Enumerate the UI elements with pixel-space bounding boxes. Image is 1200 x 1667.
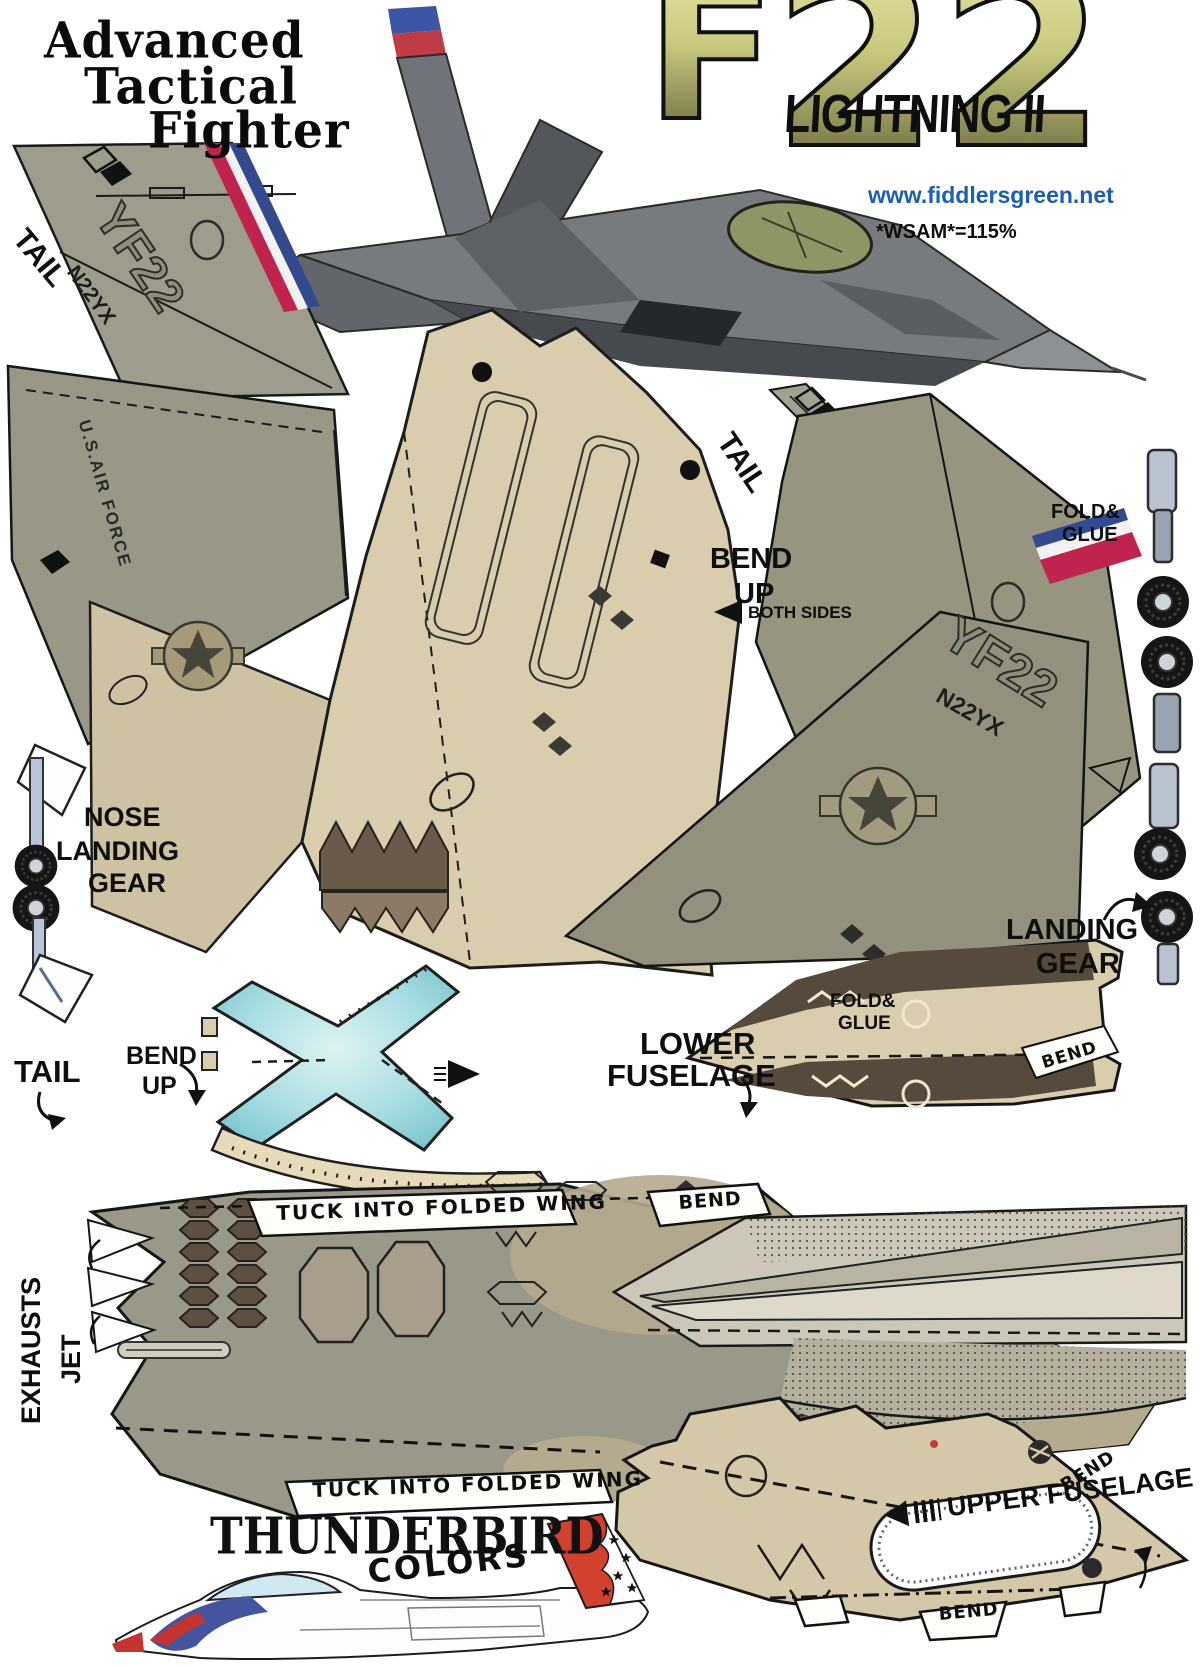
part-lower-fuselage — [684, 938, 1124, 1118]
logo-f: F — [644, 0, 778, 150]
part-camo-patch — [779, 1338, 1187, 1429]
label-bend2: BEND — [126, 1042, 197, 1070]
label-nose-landing: LANDING — [56, 836, 179, 866]
left-arrow-icon — [884, 1499, 910, 1529]
arrow-bars-icon — [913, 1497, 942, 1523]
website-url: www.fiddlersgreen.net — [868, 182, 1114, 208]
label-bend-banner-2: BEND — [937, 1598, 1000, 1625]
part-center-fuselage — [88, 308, 742, 977]
label-lower: LOWER — [640, 1026, 756, 1061]
label-bend-up-bend: BEND — [710, 543, 793, 575]
page-title-line2: Tactical — [84, 57, 299, 117]
logo-22: 22 — [770, 0, 1108, 184]
part-upper-fuselage — [614, 1396, 1190, 1642]
label-bend-up-up: UP — [734, 578, 775, 610]
label-landing-right: LANDING — [1006, 914, 1139, 946]
part-tail-left — [12, 141, 350, 400]
label-fold-glue-2a: FOLD& — [830, 991, 896, 1012]
label-both-sides: BOTH SIDES — [748, 603, 852, 622]
label-thunderbird: THUNDERBIRD — [210, 1507, 604, 1567]
label-lower-fuselage: FUSELAGE — [607, 1058, 776, 1093]
part-canopy — [201, 964, 559, 1201]
label-fold-glue-1b: GLUE — [1062, 524, 1118, 546]
aircraft-render — [248, 6, 1147, 386]
label-fold-glue-1a: FOLD& — [1051, 501, 1120, 523]
label-nose-gear: GEAR — [88, 868, 167, 898]
page-title-line3: Fighter — [148, 101, 350, 161]
label-tail-bottom-left: TAIL — [14, 1054, 81, 1089]
scale-note: *WSAM*=115% — [876, 221, 1017, 243]
page-title-line1: Advanced — [44, 11, 305, 71]
label-jet: JET — [56, 1334, 86, 1384]
thunderbird-profile — [112, 1512, 650, 1660]
label-fold-glue-2b: GLUE — [838, 1013, 891, 1034]
label-gear-right: GEAR — [1036, 948, 1120, 980]
annotation-arrows — [37, 600, 742, 1130]
label-exhausts: EXHAUSTS — [16, 1276, 46, 1424]
part-spear — [611, 1204, 1188, 1348]
part-wing-right — [563, 610, 1090, 968]
nose-landing-gear-parts — [11, 743, 94, 1024]
label-up2: UP — [142, 1072, 177, 1100]
logo-subtitle: LIGHTNING II — [782, 84, 1047, 145]
label-nose: NOSE — [84, 802, 161, 832]
label-bend-banner-1: BEND — [677, 1187, 743, 1214]
landing-gear-parts — [1102, 448, 1195, 986]
